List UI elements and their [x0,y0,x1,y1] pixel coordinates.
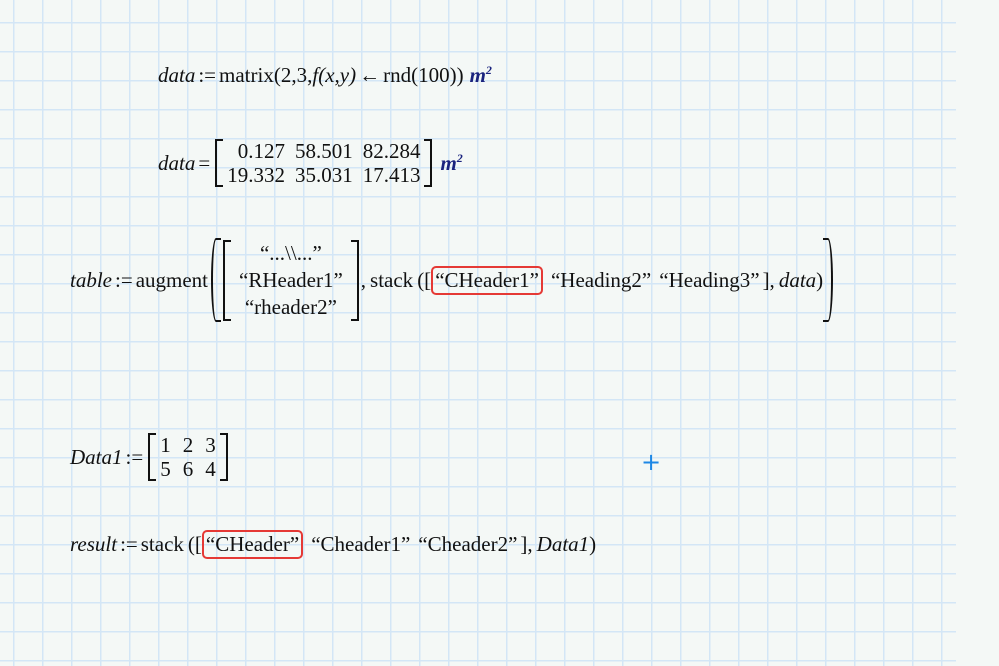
cell: 5 [160,457,171,481]
close-paren: ) [589,531,597,556]
define-op: := [115,267,133,292]
cell: 0.127 [237,139,285,163]
fn-stack: stack [370,267,414,292]
unit: m2 [470,63,492,88]
fn-augment: augment [135,267,208,292]
selected-string-cheader[interactable]: “CHeader” [201,529,304,559]
row-header-vector: “...\\...” “RHeader1” “rheader2” [223,239,359,321]
define-op: := [198,62,217,87]
cell: 17.413 [362,163,421,187]
cell: “RHeader1” [239,267,343,292]
define-op: := [120,531,138,556]
var-data: data [158,62,196,87]
f-args: (x,y) [318,62,357,87]
fn-stack: stack [140,531,184,556]
string-heading2: “Heading2” [550,267,652,292]
close-bracket: ], [520,531,533,556]
unit-exp: 2 [456,150,463,165]
close-bracket: ], [762,267,775,292]
var-data1: Data1 [70,444,123,469]
local-assign-op: ← [359,62,381,87]
matrix-args: (2,3, [273,62,313,87]
worksheet-grid[interactable] [0,0,956,666]
var-data: data [158,150,196,175]
result-definition[interactable]: result := stack ([ “CHeader” “Cheader1” … [70,529,596,559]
eval-op: = [198,150,211,175]
var-table: table [70,267,112,292]
string-cheader2: “Cheader2” [418,531,518,556]
var-result: result [70,531,118,556]
cell: 58.501 [294,139,353,163]
cell: 35.031 [294,163,353,187]
unit: m2 [440,151,462,176]
unit-m: m [440,150,457,175]
fn-rnd: rnd(100)) [383,62,464,87]
var-data: data [778,267,817,292]
fn-f: f [312,62,319,87]
crosshair-cursor-icon: + [641,448,662,476]
cell: “rheader2” [244,294,337,319]
cell: 1 [160,433,171,457]
open-bracket: ([ [417,267,432,292]
open-bracket: ([ [187,531,202,556]
data-definition[interactable]: data := matrix (2,3, f (x,y) ← rnd(100))… [158,60,492,90]
cell: 19.332 [227,163,285,187]
table-definition[interactable]: table := augment “...\\...” “RHeader1” “… [70,238,834,322]
string-cheader1: “Cheader1” [311,531,411,556]
cell: 4 [205,457,216,481]
comma: , [360,267,367,292]
result-matrix: 0.127 58.501 82.284 19.332 35.031 17.413 [215,139,433,187]
cell: 3 [205,433,216,457]
data-evaluation[interactable]: data = 0.127 58.501 82.284 19.332 35.031 17.… [158,136,463,190]
selected-string-cheader1[interactable]: “CHeader1” [431,265,543,295]
cell: 6 [182,457,194,481]
define-op: := [125,444,144,469]
fn-matrix: matrix [219,62,274,87]
var-data1: Data1 [536,531,590,556]
close-paren: ) [816,267,824,292]
cell: 2 [182,433,194,457]
unit-exp: 2 [485,62,492,77]
string-heading3: “Heading3” [659,267,760,292]
cell: “...\\...” [259,240,322,265]
unit-m: m [469,62,486,87]
cell: 82.284 [362,139,421,163]
